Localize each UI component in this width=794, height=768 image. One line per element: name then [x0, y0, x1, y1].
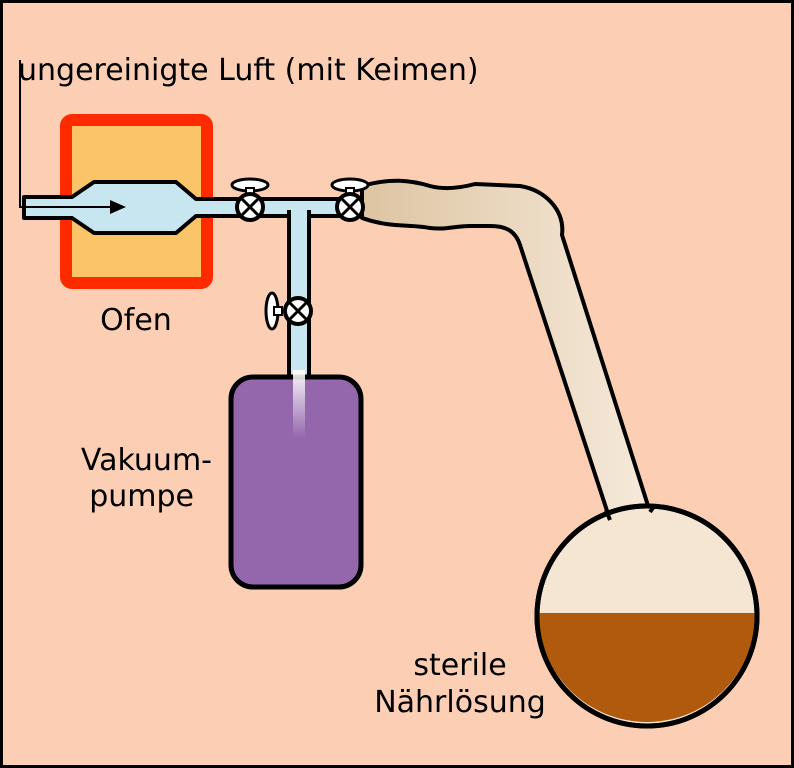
air-stream [293, 370, 305, 438]
label-flask-line2: Nährlösung [374, 685, 546, 720]
label-pump-line1: Vakuum- [81, 443, 212, 478]
label-incoming-air: ungereinigte Luft (mit Keimen) [18, 53, 479, 88]
valve-icon [330, 177, 370, 222]
culture-flask [534, 503, 760, 729]
label-flask-line1: sterile [413, 648, 506, 683]
arrow-right-icon [19, 60, 126, 214]
vacuum-pump [228, 370, 364, 590]
nutrient-broth [538, 613, 756, 722]
valve-icon [264, 291, 313, 331]
label-oven: Ofen [100, 303, 172, 338]
valve-icon [230, 177, 270, 222]
label-pump-line2: pumpe [89, 479, 194, 514]
